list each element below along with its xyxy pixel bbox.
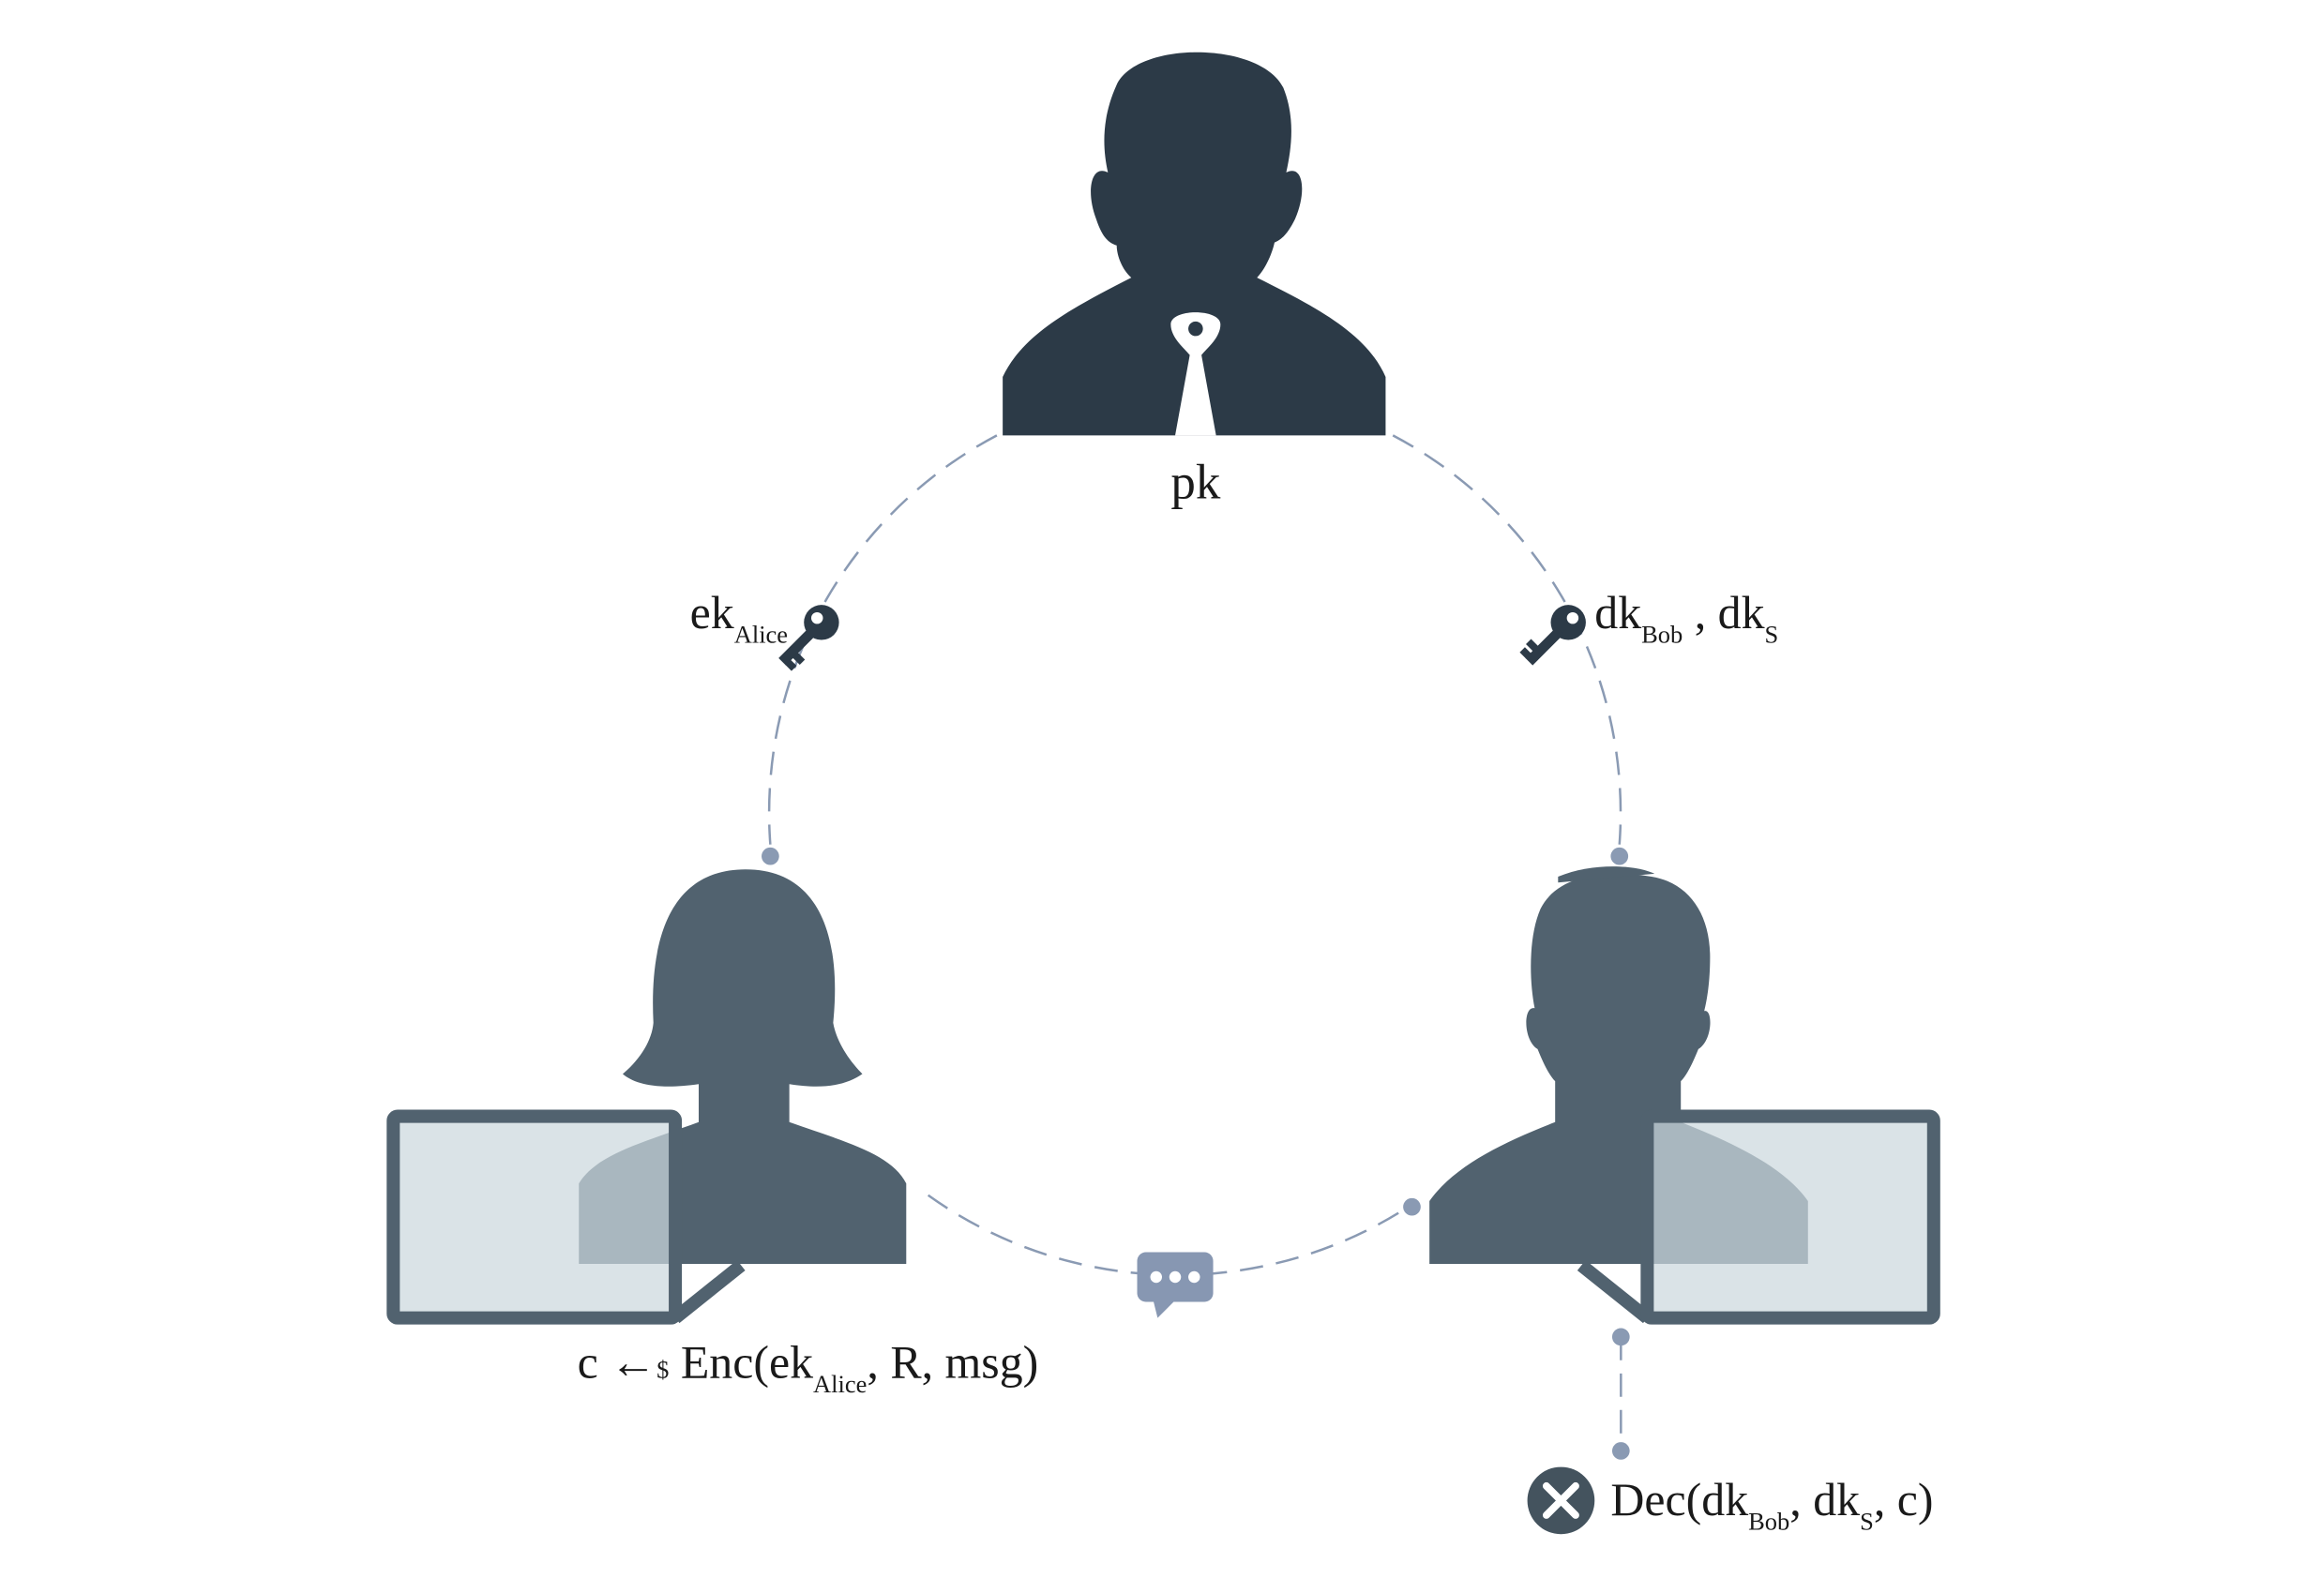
bob-decryption-keys-label: dkBob , dkS	[1594, 587, 1778, 649]
connector-dots	[762, 847, 1630, 1460]
connector-authority-alice	[767, 434, 998, 845]
alice-laptop-icon	[386, 1109, 746, 1325]
connector-dot	[1403, 1197, 1421, 1216]
encryption-label: c ←$ Enc(ekAlice, R, msg)	[578, 1337, 1039, 1399]
public-key-label: pk	[1170, 455, 1220, 509]
connector-authority-bob	[1392, 434, 1622, 845]
connector-dot	[762, 847, 779, 865]
connector-dot	[1611, 1442, 1630, 1460]
decryption-label: Dec(dkBob, dkS, c)	[1610, 1474, 1933, 1536]
alice-encryption-key-label: ekAlice	[690, 587, 788, 649]
chat-bubble-icon	[1137, 1252, 1214, 1318]
bob-key-icon	[1519, 605, 1586, 666]
close-circle-icon	[1527, 1466, 1595, 1535]
connector-dot	[1610, 847, 1629, 865]
bob-laptop-icon	[1577, 1109, 1940, 1325]
connector-dot	[1611, 1328, 1630, 1346]
tie-icon	[1170, 312, 1221, 436]
alice-key-icon	[778, 605, 839, 671]
person-silhouette-icon	[1003, 52, 1386, 436]
